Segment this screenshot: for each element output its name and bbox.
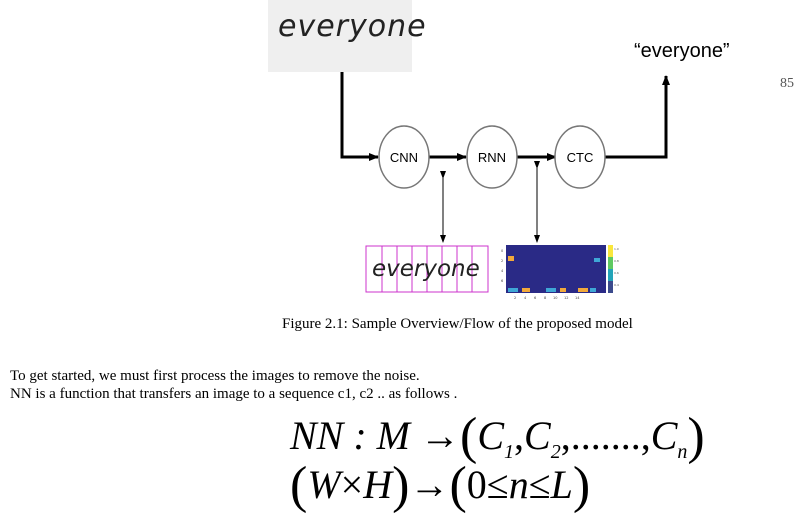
- node-ctc: CTC: [554, 125, 606, 189]
- input-image: everyone: [268, 0, 427, 72]
- svg-text:4: 4: [524, 296, 527, 300]
- eq1-s1: 1: [504, 441, 515, 463]
- svg-text:4: 4: [501, 269, 504, 273]
- equation-2: (W×H)→(0≤n≤L): [290, 460, 590, 512]
- svg-text:6: 6: [534, 296, 536, 300]
- svg-text:8: 8: [544, 296, 546, 300]
- eq1-arrow: →: [420, 413, 460, 458]
- eq1-open-paren: (: [460, 408, 478, 465]
- flow-diagram: everyone CNN RNN CTC ev: [268, 0, 670, 300]
- feature-links: [440, 161, 540, 243]
- eq1-comma: ,: [514, 413, 525, 458]
- segmented-word: everyone: [372, 256, 480, 282]
- svg-text:1.0: 1.0: [614, 247, 619, 251]
- body-line-2: NN is a function that transfers an image…: [10, 386, 458, 402]
- flow-arrows: [340, 72, 670, 161]
- eq2-arrow: →: [409, 462, 450, 507]
- eq2-leq2: ≤: [528, 462, 551, 507]
- eq2-open-paren-2: (: [449, 457, 467, 514]
- eq1-c2: C: [524, 413, 551, 458]
- svg-text:14: 14: [575, 296, 580, 300]
- node-rnn: RNN: [466, 125, 518, 189]
- svg-text:0: 0: [501, 249, 503, 253]
- node-ctc-label: CTC: [567, 150, 594, 165]
- node-rnn-label: RNN: [478, 150, 506, 165]
- eq2-w: W: [307, 462, 341, 507]
- node-cnn-label: CNN: [390, 150, 418, 165]
- body-line-1: To get started, we must first process th…: [10, 368, 420, 384]
- eq2-close-paren-1: ): [392, 457, 410, 514]
- eq2-times: ×: [340, 462, 364, 507]
- eq2-open-paren-1: (: [290, 457, 308, 514]
- output-label: “everyone”: [634, 40, 730, 62]
- eq1-dots: ,.......,: [560, 413, 651, 458]
- svg-text:0.6: 0.6: [614, 271, 619, 275]
- eq1-c1: C: [477, 413, 505, 458]
- eq2-zero: 0: [466, 462, 487, 507]
- page-number: 85: [780, 76, 794, 91]
- segmented-word-image: everyone: [365, 245, 489, 293]
- eq2-l: L: [550, 462, 573, 507]
- input-word: everyone: [278, 9, 427, 44]
- eq2-h: H: [363, 462, 393, 507]
- svg-text:2: 2: [514, 296, 516, 300]
- svg-text:6: 6: [501, 279, 503, 283]
- node-cnn: CNN: [378, 125, 430, 189]
- eq1-close-paren: ): [687, 408, 705, 465]
- eq1-sn: n: [677, 441, 688, 463]
- svg-text:0.4: 0.4: [614, 283, 619, 287]
- eq1-s2: 2: [550, 441, 561, 463]
- figure-caption: Figure 2.1: Sample Overview/Flow of the …: [282, 316, 633, 332]
- eq2-n: n: [508, 462, 529, 507]
- eq1-cn: C: [650, 413, 678, 458]
- eq2-leq: ≤: [486, 462, 509, 507]
- svg-text:2: 2: [501, 259, 503, 263]
- eq2-close-paren-2: ): [572, 457, 591, 514]
- svg-text:12: 12: [564, 296, 568, 300]
- svg-text:0.8: 0.8: [614, 259, 619, 263]
- heatmap-image: 1.0 0.8 0.6 0.4 2 4 6 8 10 12 14 0 2 4 6: [501, 245, 619, 300]
- equation-1: NN : M →(C1,C2,.......,Cn): [290, 411, 705, 474]
- eq1-lhs: NN : M: [290, 413, 410, 458]
- svg-text:10: 10: [553, 296, 557, 300]
